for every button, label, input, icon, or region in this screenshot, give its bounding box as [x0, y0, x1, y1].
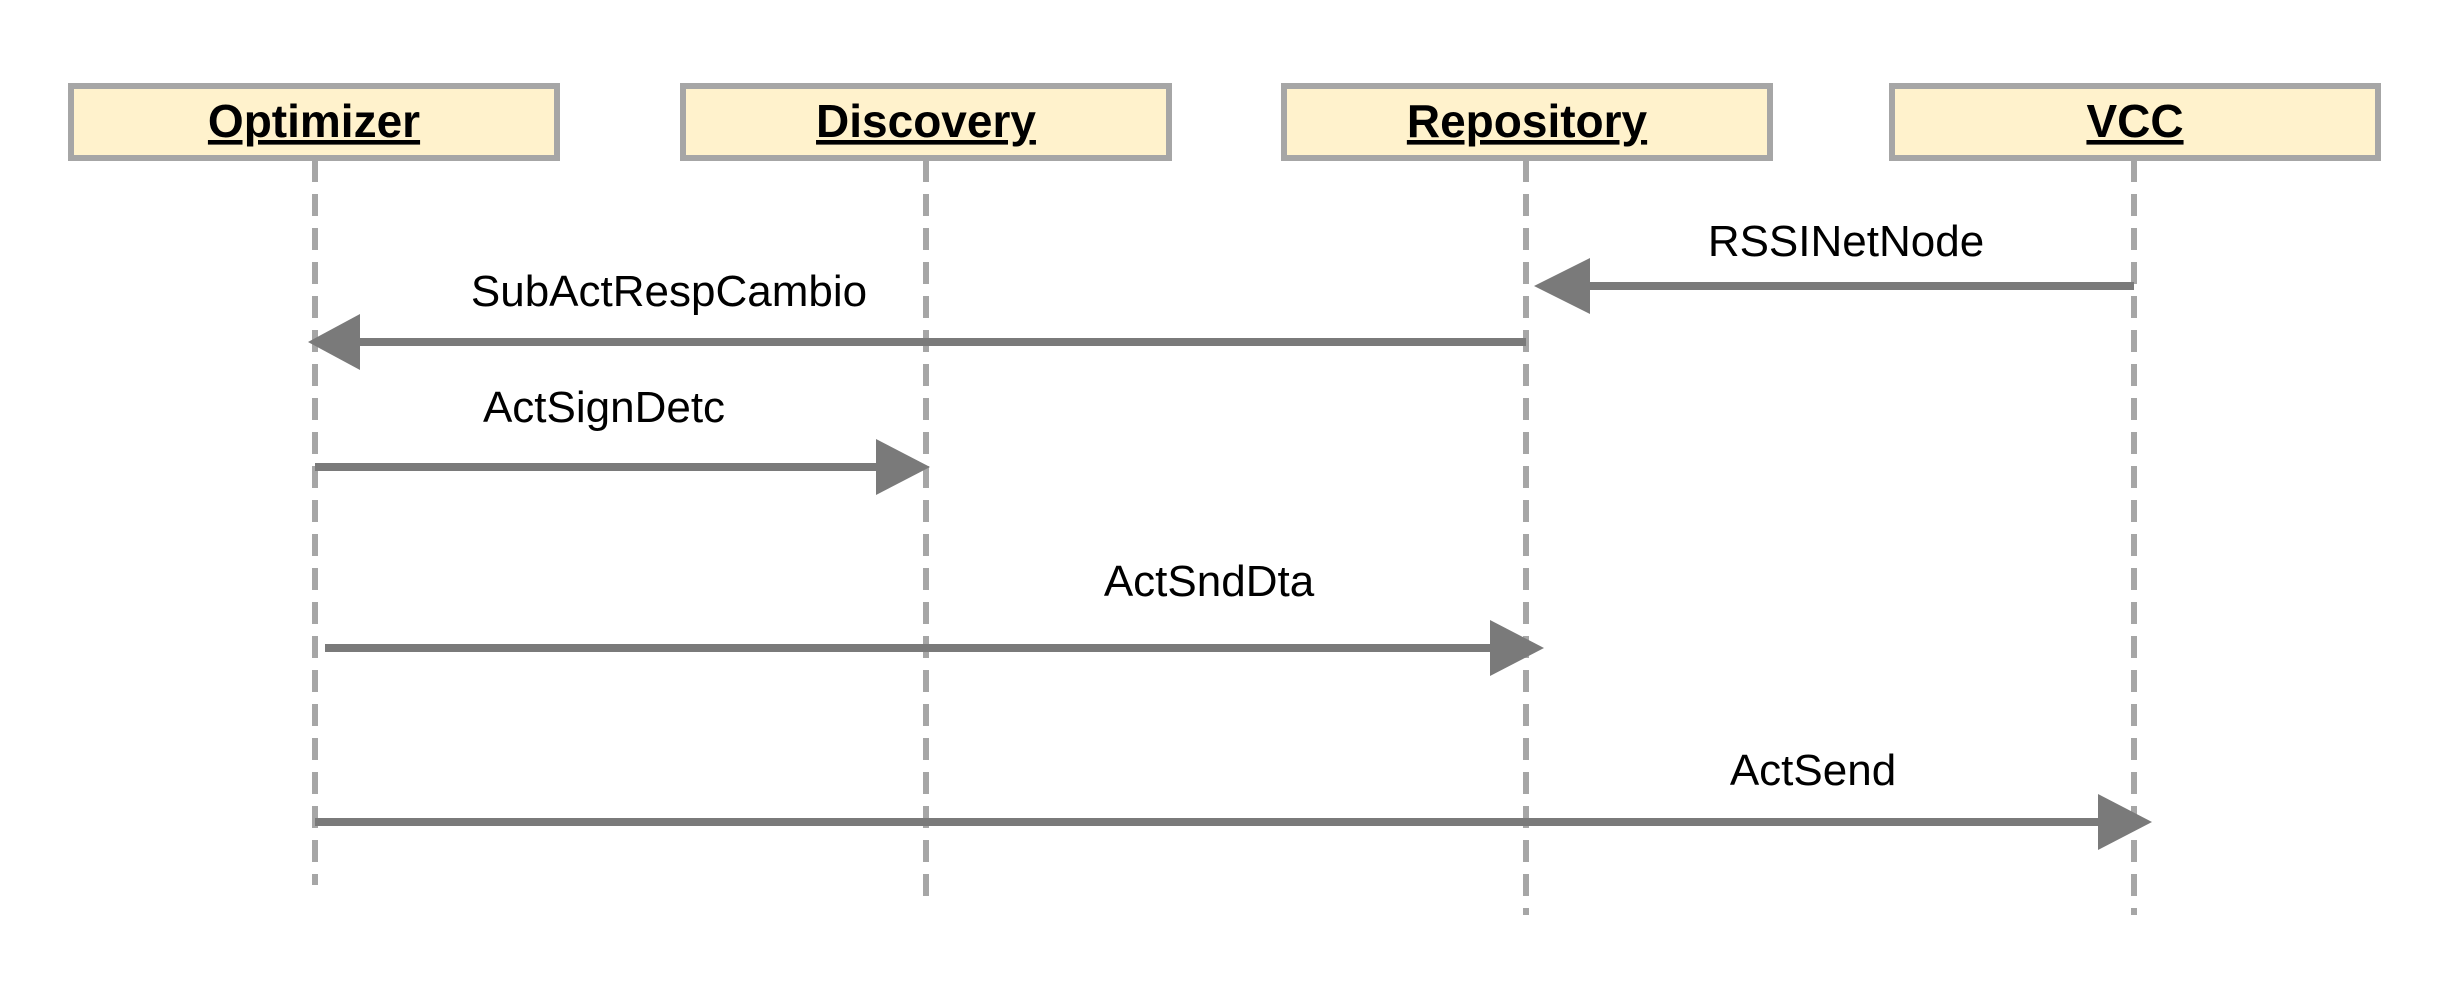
message-actsnddta: ActSndDta	[325, 557, 1544, 676]
actor-box-optimizer	[68, 83, 560, 161]
arrowhead-actsnddta	[1490, 620, 1544, 676]
actor-label-repository: Repository	[1407, 95, 1648, 147]
message-rssinetnode: RSSINetNode	[1534, 217, 2134, 314]
actor-box-repository	[1281, 83, 1773, 161]
message-label-actsigndetc: ActSignDetc	[483, 383, 725, 432]
arrowhead-actsend	[2098, 794, 2152, 850]
arrowhead-subactrespcambio	[308, 314, 360, 370]
message-label-actsend: ActSend	[1730, 746, 1896, 795]
message-subactrespcambio: SubActRespCambio	[308, 267, 1526, 370]
arrowhead-actsigndetc	[876, 439, 930, 495]
actor-optimizer: Optimizer	[68, 83, 560, 161]
message-actsigndetc: ActSignDetc	[315, 383, 930, 495]
message-label-subactrespcambio: SubActRespCambio	[471, 267, 867, 316]
actor-repository: Repository	[1281, 83, 1773, 161]
arrowhead-rssinetnode	[1534, 258, 1590, 314]
actor-label-vcc: VCC	[2086, 95, 2183, 147]
actor-discovery: Discovery	[680, 83, 1172, 161]
actor-label-optimizer: Optimizer	[208, 95, 420, 147]
actor-vcc: VCC	[1889, 83, 2381, 161]
message-label-rssinetnode: RSSINetNode	[1708, 217, 1984, 266]
actor-box-discovery	[680, 83, 1172, 161]
message-actsend: ActSend	[315, 746, 2152, 850]
message-label-actsnddta: ActSndDta	[1104, 557, 1315, 606]
actor-label-discovery: Discovery	[816, 95, 1036, 147]
actor-box-vcc	[1889, 83, 2381, 161]
